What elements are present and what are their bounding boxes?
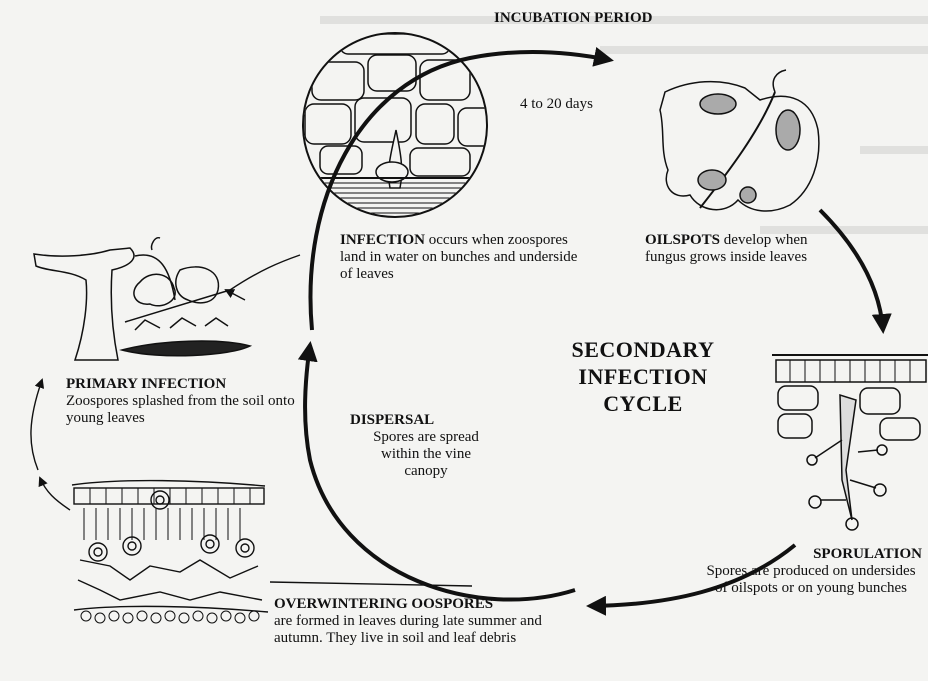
oilspots-title: OILSPOTS (645, 232, 720, 248)
cycle-title: SECONDARY INFECTION CYCLE (548, 336, 738, 417)
cycle-title-line1: SECONDARY (548, 336, 738, 363)
sporulation-illustration (772, 355, 928, 530)
arrow-debris-to-cross-section (40, 478, 70, 510)
arrow-primary-to-infection (230, 255, 300, 290)
incubation-days: 4 to 20 days (520, 96, 593, 113)
overwintering-text: are formed in leaves during late summer … (274, 613, 594, 647)
sporulation-title: SPORULATION (700, 546, 922, 563)
sporulation-text: Spores are produced on undersides of oil… (700, 563, 922, 597)
incubation-title: INCUBATION PERIOD (494, 10, 653, 27)
overwintering-title: OVERWINTERING OOSPORES (274, 596, 493, 612)
arrow-to-leaf (226, 290, 245, 300)
primary-title: PRIMARY INFECTION (66, 376, 226, 392)
oospore-illustration (72, 481, 268, 623)
sporulation-label: SPORULATION Spores are produced on under… (700, 546, 922, 597)
cycle-title-line3: CYCLE (548, 390, 738, 417)
primary-infection-label: PRIMARY INFECTION Zoospores splashed fro… (66, 376, 296, 427)
infection-title: INFECTION (340, 232, 425, 248)
overwintering-label: OVERWINTERING OOSPORES are formed in lea… (274, 596, 594, 647)
infection-label: INFECTION occurs when zoospores land in … (340, 232, 590, 283)
primary-infection-illustration (34, 238, 250, 360)
dispersal-label: DISPERSAL Spores are spread within the v… (350, 412, 530, 480)
debris-line (270, 582, 472, 586)
oilspot-leaf-illustration (660, 70, 819, 211)
dispersal-title: DISPERSAL (350, 412, 434, 428)
primary-text: Zoospores splashed from the soil onto yo… (66, 393, 296, 427)
cycle-title-line2: INFECTION (548, 363, 738, 390)
arrow-overwinter-to-primary (31, 380, 42, 470)
oilspots-label: OILSPOTS develop when fungus grows insid… (645, 232, 825, 266)
dispersal-text: Spores are spread within the vine canopy (350, 429, 488, 480)
